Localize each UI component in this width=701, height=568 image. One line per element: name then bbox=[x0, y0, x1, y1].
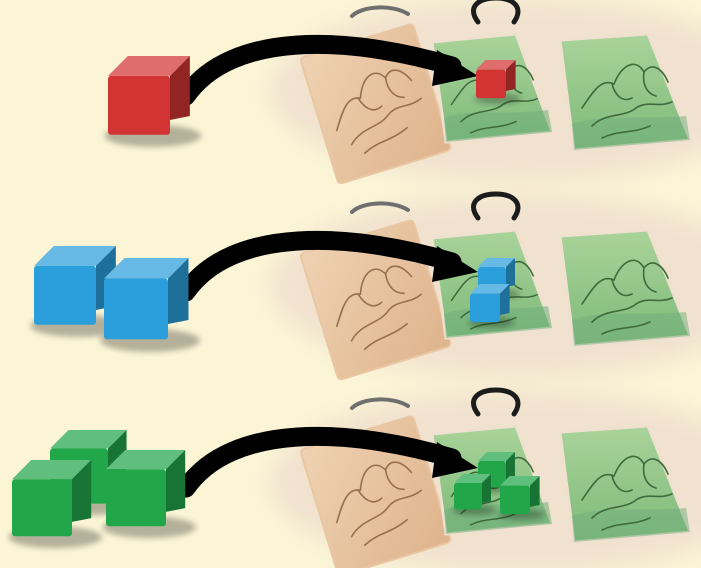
mountain-icon bbox=[335, 461, 422, 547]
source-cubes-blue bbox=[30, 246, 200, 352]
mountain-icon bbox=[335, 69, 422, 155]
cube-icon bbox=[452, 474, 496, 516]
placed-cubes-blue bbox=[468, 258, 520, 329]
cube-icon bbox=[8, 460, 102, 549]
mountain-tile bbox=[558, 424, 693, 544]
ring-icon bbox=[350, 5, 410, 18]
cube-icon bbox=[104, 56, 201, 148]
placed-cubes-green bbox=[452, 452, 545, 521]
ring-icon bbox=[350, 397, 410, 410]
cube-icon bbox=[100, 258, 200, 352]
ring-icon bbox=[471, 0, 521, 25]
cube-icon bbox=[102, 450, 196, 539]
arrow-icon bbox=[176, 230, 478, 302]
mountain-icon bbox=[581, 455, 673, 531]
mountain-icon bbox=[581, 63, 673, 139]
mountain-icon bbox=[581, 259, 673, 335]
mountain-tile bbox=[558, 228, 693, 348]
ring-icon bbox=[350, 201, 410, 214]
placed-cubes-red bbox=[474, 60, 521, 105]
ring-icon bbox=[471, 387, 521, 417]
mountain-tile bbox=[558, 32, 693, 152]
cube-icon bbox=[498, 476, 545, 521]
source-cubes-red bbox=[104, 56, 201, 148]
source-cubes-green bbox=[8, 430, 196, 549]
mountain-icon bbox=[335, 265, 422, 351]
cube-icon bbox=[468, 284, 515, 329]
arrow-icon bbox=[176, 34, 478, 106]
cube-icon bbox=[474, 60, 521, 105]
ring-icon bbox=[471, 191, 521, 221]
arrow-icon bbox=[176, 426, 478, 498]
